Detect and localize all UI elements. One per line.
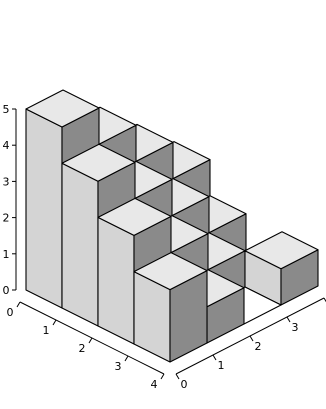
x-tick-label: 0 [7, 306, 14, 319]
x-axis-tick [88, 337, 93, 344]
chart-bars [25, 89, 319, 363]
bar-top [25, 89, 100, 128]
y-axis-tick [175, 373, 180, 380]
bar-side-left [25, 108, 63, 309]
z-tick-label: 3 [3, 175, 10, 188]
bar-column [133, 252, 208, 363]
bar-top [97, 197, 172, 236]
x-axis-tick [16, 301, 21, 308]
y-axis-tick [249, 335, 254, 342]
y-axis-tick [286, 316, 291, 323]
x-axis-tick [52, 319, 57, 326]
x-axis-tick [160, 373, 165, 380]
z-tick-label: 2 [3, 212, 10, 225]
z-tick-label: 1 [3, 248, 10, 261]
x-tick-label: 2 [79, 342, 86, 355]
y-tick-label: 2 [255, 340, 262, 353]
chart-axes [12, 108, 326, 380]
z-tick-label: 5 [3, 103, 10, 116]
bar-side-left [97, 216, 135, 345]
x-tick-label: 4 [151, 378, 158, 391]
bar-top [133, 252, 208, 291]
x-tick-label: 3 [115, 360, 122, 373]
x-axis-tick [124, 355, 129, 362]
bar-top [244, 231, 319, 270]
bar-top [61, 143, 136, 182]
x-tick-label: 1 [43, 324, 50, 337]
z-tick-label: 0 [3, 284, 10, 297]
y-tick-label: 1 [218, 359, 225, 372]
chart-tick-labels: 0123450123401234 [3, 103, 299, 391]
y-tick-label: 3 [292, 321, 299, 334]
y-tick-label: 0 [181, 378, 188, 391]
bar-side-left [61, 162, 99, 327]
y-axis-tick [212, 354, 217, 361]
z-tick-label: 4 [3, 139, 10, 152]
